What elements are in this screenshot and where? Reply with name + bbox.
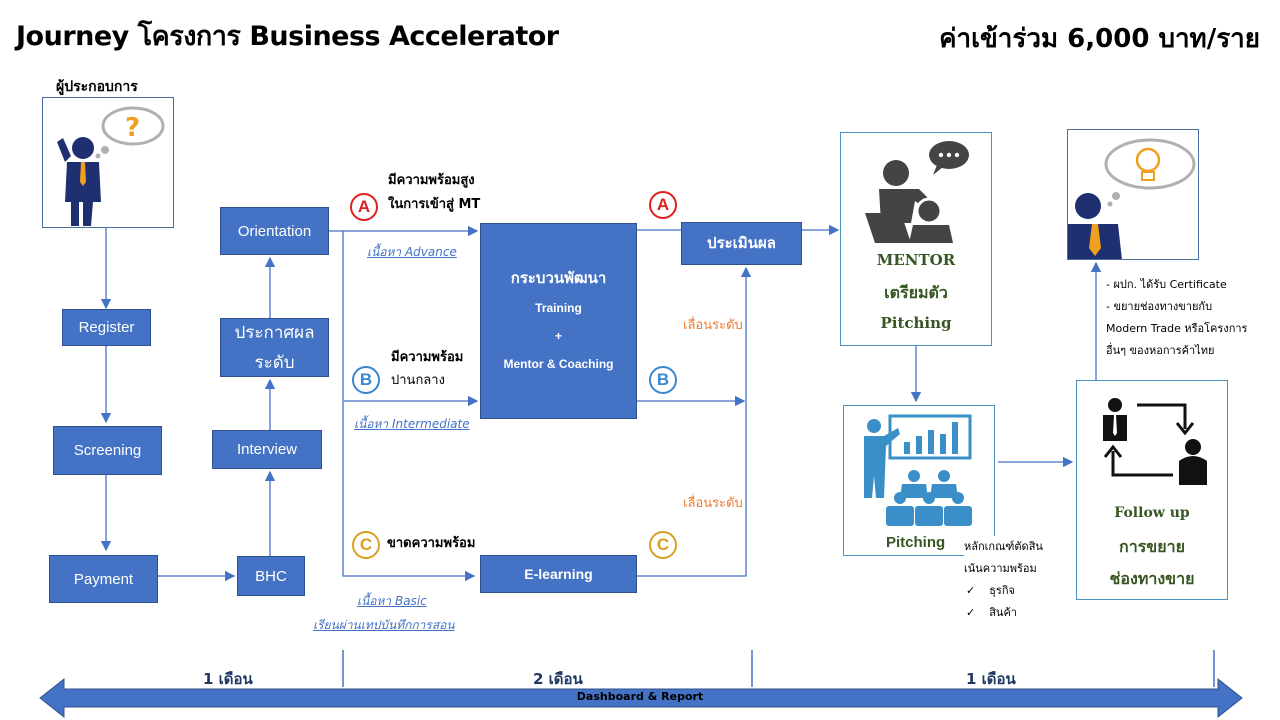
track-c-line1: ขาดความพร้อม xyxy=(387,536,476,551)
register-step[interactable]: Register xyxy=(62,309,151,346)
followup-line1: Follow up xyxy=(1114,505,1190,521)
mentor-line1: MENTOR xyxy=(876,251,956,269)
development-process-box[interactable]: กระบวนพัฒนา Training + Mentor & Coaching xyxy=(480,223,637,419)
announce-line1: ประกาศผล xyxy=(234,322,315,342)
outcome-line3: Modern Trade หรือโครงการ xyxy=(1106,322,1248,335)
timeline-arrow xyxy=(39,677,1243,719)
track-a-badge-right: A xyxy=(649,191,677,219)
announce-line2: ระดับ xyxy=(254,352,295,372)
criteria-item-1-label: ธุรกิจ xyxy=(989,584,1015,597)
phase-1-duration: 1 เดือน xyxy=(203,670,253,688)
track-c-badge-right: C xyxy=(649,531,677,559)
track-c-badge: C xyxy=(352,531,380,559)
arrow-promote-to-eval xyxy=(637,266,752,577)
screening-step[interactable]: Screening xyxy=(53,426,162,475)
mentor-line2: เตรียมตัว xyxy=(884,283,948,302)
phase-3-duration: 1 เดือน xyxy=(966,670,1016,688)
followup-line2: การขยาย xyxy=(1119,537,1185,556)
announce-level-step[interactable]: ประกาศผล ระดับ xyxy=(220,318,329,377)
orientation-step[interactable]: Orientation xyxy=(220,207,329,255)
mentor-box[interactable]: MENTOR เตรียมตัว Pitching xyxy=(840,132,992,346)
track-a-line2: ในการเข้าสู่ MT xyxy=(388,197,481,212)
bhc-step[interactable]: BHC xyxy=(237,556,305,596)
followup-line3: ช่องทางขาย xyxy=(1109,569,1195,588)
fee-label: ค่าเข้าร่วม 6,000 บาท/ราย xyxy=(939,24,1260,54)
track-b-badge: B xyxy=(352,366,380,394)
success-image xyxy=(1067,129,1199,260)
track-b-badge-right: B xyxy=(649,366,677,394)
followup-box[interactable]: Follow up การขยาย ช่องทางขาย xyxy=(1076,380,1228,600)
track-a-line1: มีความพร้อมสูง xyxy=(388,173,475,188)
elearning-step[interactable]: E-learning xyxy=(480,555,637,593)
interview-step[interactable]: Interview xyxy=(212,430,322,469)
entrepreneur-image: ? xyxy=(42,97,174,228)
criteria-item-2: ✓ สินค้า xyxy=(966,602,1017,624)
dashboard-report-label: Dashboard & Report xyxy=(576,690,704,703)
advance-content-link[interactable]: เนื้อหา Advance xyxy=(367,245,457,259)
check-icon: ✓ xyxy=(966,606,976,619)
outcome-line2: - ขยายช่องทางขายกับ xyxy=(1106,300,1213,313)
entrepreneur-label: ผู้ประกอบการ xyxy=(56,79,138,95)
criteria-item-1: ✓ ธุรกิจ xyxy=(966,580,1015,602)
development-line4: Mentor & Coaching xyxy=(503,357,614,371)
business-cycle-icon xyxy=(1103,398,1207,485)
pitching-box[interactable]: Pitching xyxy=(843,405,995,556)
page-title: Journey โครงการ Business Accelerator xyxy=(16,21,559,52)
confused-person-icon: ? xyxy=(57,106,165,226)
mentor-line3: Pitching xyxy=(880,314,952,332)
track-a-badge: A xyxy=(350,193,378,221)
svg-text:?: ? xyxy=(125,113,140,143)
outcome-line4: อื่นๆ ของหอการค้าไทย xyxy=(1106,344,1215,357)
criteria-title: หลักเกณฑ์ตัดสิน xyxy=(964,536,1047,558)
development-line1: กระบวนพัฒนา xyxy=(510,270,607,287)
development-line3: + xyxy=(554,329,562,343)
idea-person-icon xyxy=(1068,138,1196,260)
mentor-icon xyxy=(865,141,969,243)
track-b-line2: ปานกลาง xyxy=(391,373,445,388)
development-line2: Training xyxy=(535,301,582,315)
arrow-track-c xyxy=(342,231,476,582)
presentation-icon xyxy=(864,414,972,526)
check-icon: ✓ xyxy=(966,584,976,597)
recorded-lessons-link[interactable]: เรียนผ่านเทปบันทึกการสอน xyxy=(313,618,455,632)
basic-content-link[interactable]: เนื้อหา Basic xyxy=(357,594,427,608)
criteria-item-2-label: สินค้า xyxy=(989,606,1017,619)
evaluate-step[interactable]: ประเมินผล xyxy=(681,222,802,265)
track-b-line1: มีความพร้อม xyxy=(391,350,464,365)
payment-step[interactable]: Payment xyxy=(49,555,158,603)
criteria-subtitle: เน้นความพร้อม xyxy=(964,562,1037,575)
intermediate-content-link[interactable]: เนื้อหา Intermediate xyxy=(354,417,470,431)
timeline-dividers xyxy=(342,650,1215,687)
promote-label-lower: เลื่อนระดับ xyxy=(683,496,743,511)
pitching-label: Pitching xyxy=(886,534,946,551)
phase-2-duration: 2 เดือน xyxy=(533,670,583,688)
promote-label-upper: เลื่อนระดับ xyxy=(683,318,743,333)
outcome-line1: - ผปก. ได้รับ Certificate xyxy=(1106,278,1227,291)
